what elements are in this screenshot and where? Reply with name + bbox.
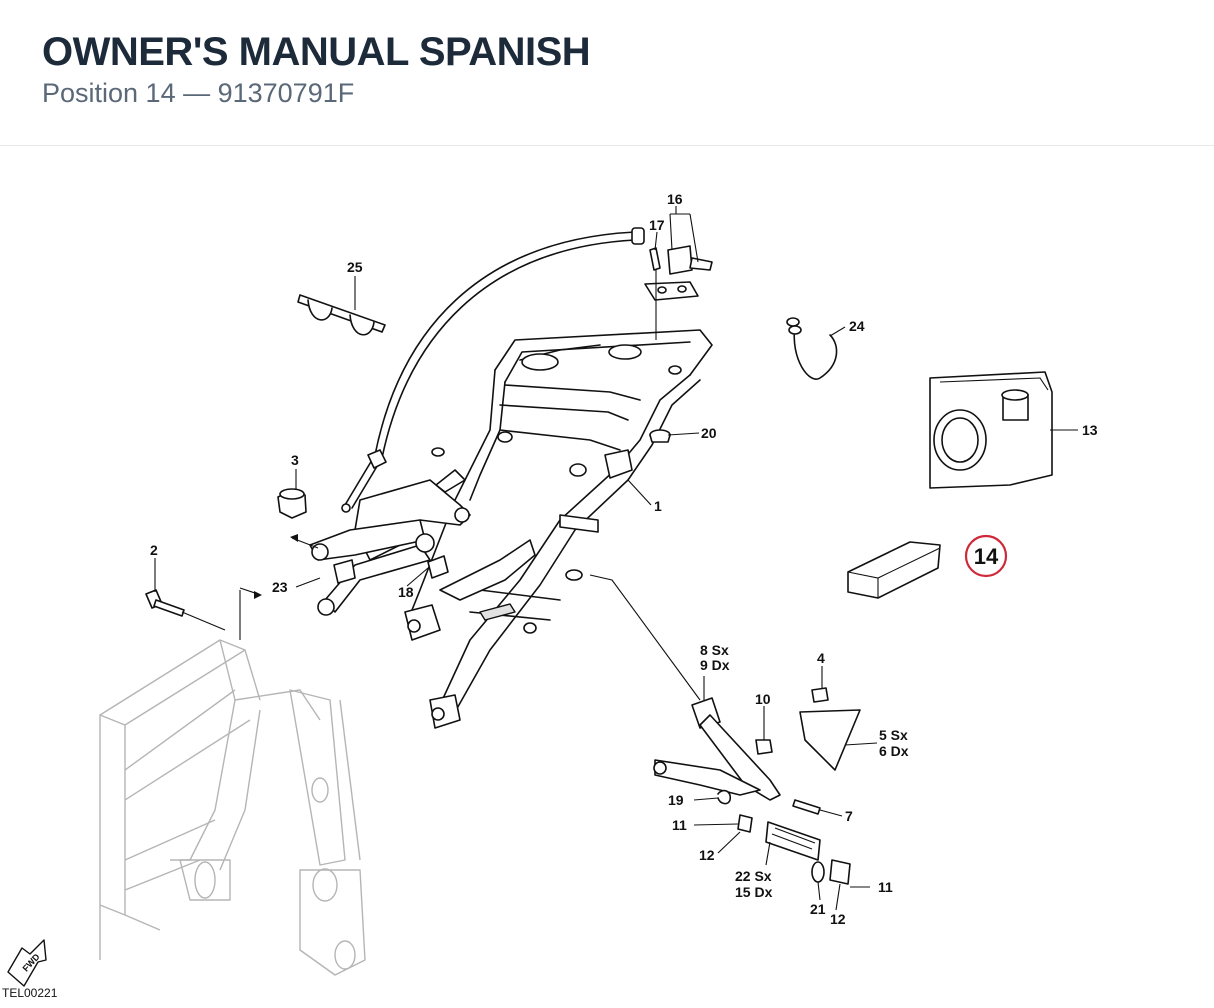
callout-4: 4 [817,650,825,666]
owners-manual-booklet [847,541,941,599]
grommet [649,429,671,443]
highlight-ring [964,534,1008,578]
callout-7: 7 [845,808,853,824]
callout-22: 22 Sx [735,868,772,884]
drawing-code: TEL00221 [2,986,58,1000]
parts-diagram: 16 17 25 24 13 20 3 1 2 23 18 8 Sx 9 Dx … [0,147,1214,1003]
callout-5: 5 Sx [879,727,908,743]
leader-lines [154,206,1078,911]
helmet-cable [786,317,838,380]
page-header: OWNER'S MANUAL SPANISH Position 14 — 913… [0,0,1214,146]
forward-arrow-icon: FWD [7,939,47,987]
callout-18: 18 [398,584,414,600]
rubber-bush [277,488,307,519]
bolt [145,589,226,631]
callout-20: 20 [701,425,717,441]
seat-lock [644,245,713,340]
callout-21: 21 [810,901,826,917]
callout-3: 3 [291,452,299,468]
callout-11a: 11 [672,817,687,833]
callout-11b: 11 [878,879,893,895]
callout-8: 8 Sx [700,642,729,658]
main-frame-ghost [99,639,366,976]
callout-19: 19 [668,792,684,808]
callout-2: 2 [150,542,158,558]
seat-release-cable [341,227,645,513]
callout-23: 23 [272,579,288,595]
tail-cover [929,371,1053,489]
callout-labels: 16 17 25 24 13 20 3 1 2 23 18 8 Sx 9 Dx … [150,191,1098,927]
callout-17: 17 [649,217,665,233]
callout-15: 15 Dx [735,884,773,900]
callout-12b: 12 [830,911,846,927]
callout-13: 13 [1082,422,1098,438]
rear-subframe [404,329,713,729]
callout-9: 9 Dx [700,657,730,673]
highlighted-callout-14[interactable]: 14 [964,534,1008,578]
callout-12a: 12 [699,847,715,863]
callout-16: 16 [667,191,683,207]
callout-6: 6 Dx [879,743,909,759]
callout-10: 10 [755,691,771,707]
passenger-footrest [589,574,861,885]
rider-footrest-bracket [290,479,471,616]
cable-clip [297,294,386,336]
callout-14: 14 [974,544,999,569]
callout-1: 1 [654,498,662,514]
page-title: OWNER'S MANUAL SPANISH [42,30,591,74]
callout-24: 24 [849,318,865,334]
callout-25: 25 [347,259,363,275]
page-subtitle: Position 14 — 91370791F [42,78,355,108]
